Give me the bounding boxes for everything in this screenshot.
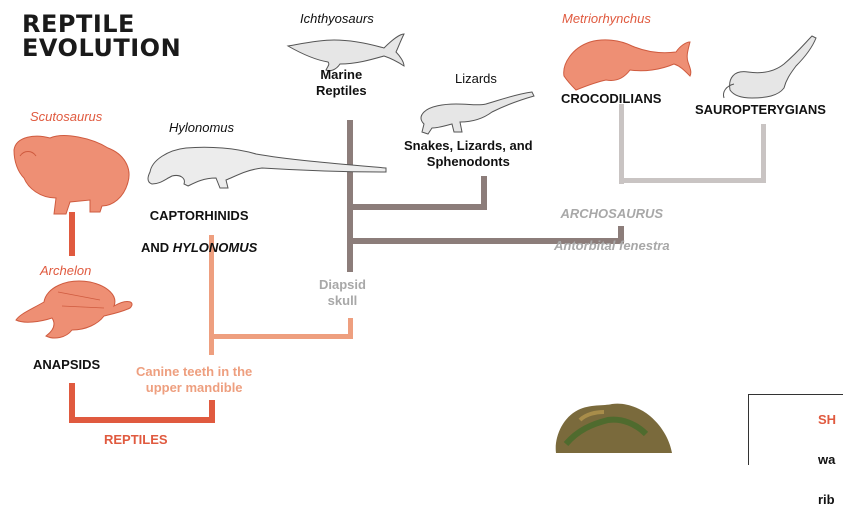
- label-captorhinids: CAPTORHINIDS AND HYLONOMUS: [141, 192, 257, 256]
- label-archelon: Archelon: [40, 263, 91, 278]
- label-captorhinids-line1: CAPTORHINIDS: [150, 208, 249, 223]
- plesiosaur-illustration: [723, 36, 816, 98]
- label-marine-reptiles: Marine Reptiles: [316, 67, 367, 99]
- note-line2: wa: [818, 450, 836, 470]
- label-reptiles: REPTILES: [104, 432, 168, 448]
- label-metriorhynchus: Metriorhynchus: [562, 11, 651, 26]
- note-line1: SH: [818, 410, 836, 430]
- label-hylonomus: Hylonomus: [169, 120, 234, 135]
- hylonomus-illustration: [148, 147, 386, 188]
- illustrations: [0, 0, 843, 453]
- label-captorhinids-hylonomus: HYLONOMUS: [173, 240, 258, 255]
- note-line3: rib: [818, 490, 836, 510]
- metriorhynchus-illustration: [564, 40, 691, 90]
- side-note: SH wa rib: [818, 390, 836, 530]
- label-ichthyosaurs: Ichthyosaurs: [300, 11, 374, 26]
- label-diapsid-skull: Diapsid skull: [319, 277, 366, 309]
- label-snakes-lizards: Snakes, Lizards, and Sphenodonts: [404, 138, 533, 170]
- label-captorhinids-and: AND: [141, 240, 173, 255]
- label-scutosaurus: Scutosaurus: [30, 109, 102, 124]
- fossil-photo: [556, 404, 672, 453]
- label-archosaurus: ARCHOSAURUS Antorbital fenestra: [554, 190, 670, 254]
- label-antorbital: Antorbital fenestra: [554, 238, 670, 253]
- ichthyosaur-illustration: [288, 34, 404, 71]
- label-anapsids: ANAPSIDS: [33, 357, 100, 373]
- scutosaurus-illustration: [14, 136, 129, 214]
- label-lizards: Lizards: [455, 71, 497, 86]
- label-canine-teeth: Canine teeth in the upper mandible: [136, 364, 252, 396]
- label-sauropterygians: SAUROPTERYGIANS: [695, 102, 826, 118]
- lizard-illustration: [421, 92, 534, 134]
- label-archosaurus-name: ARCHOSAURUS: [561, 206, 664, 221]
- archelon-illustration: [16, 281, 132, 338]
- label-crocodilians: CROCODILIANS: [561, 91, 661, 107]
